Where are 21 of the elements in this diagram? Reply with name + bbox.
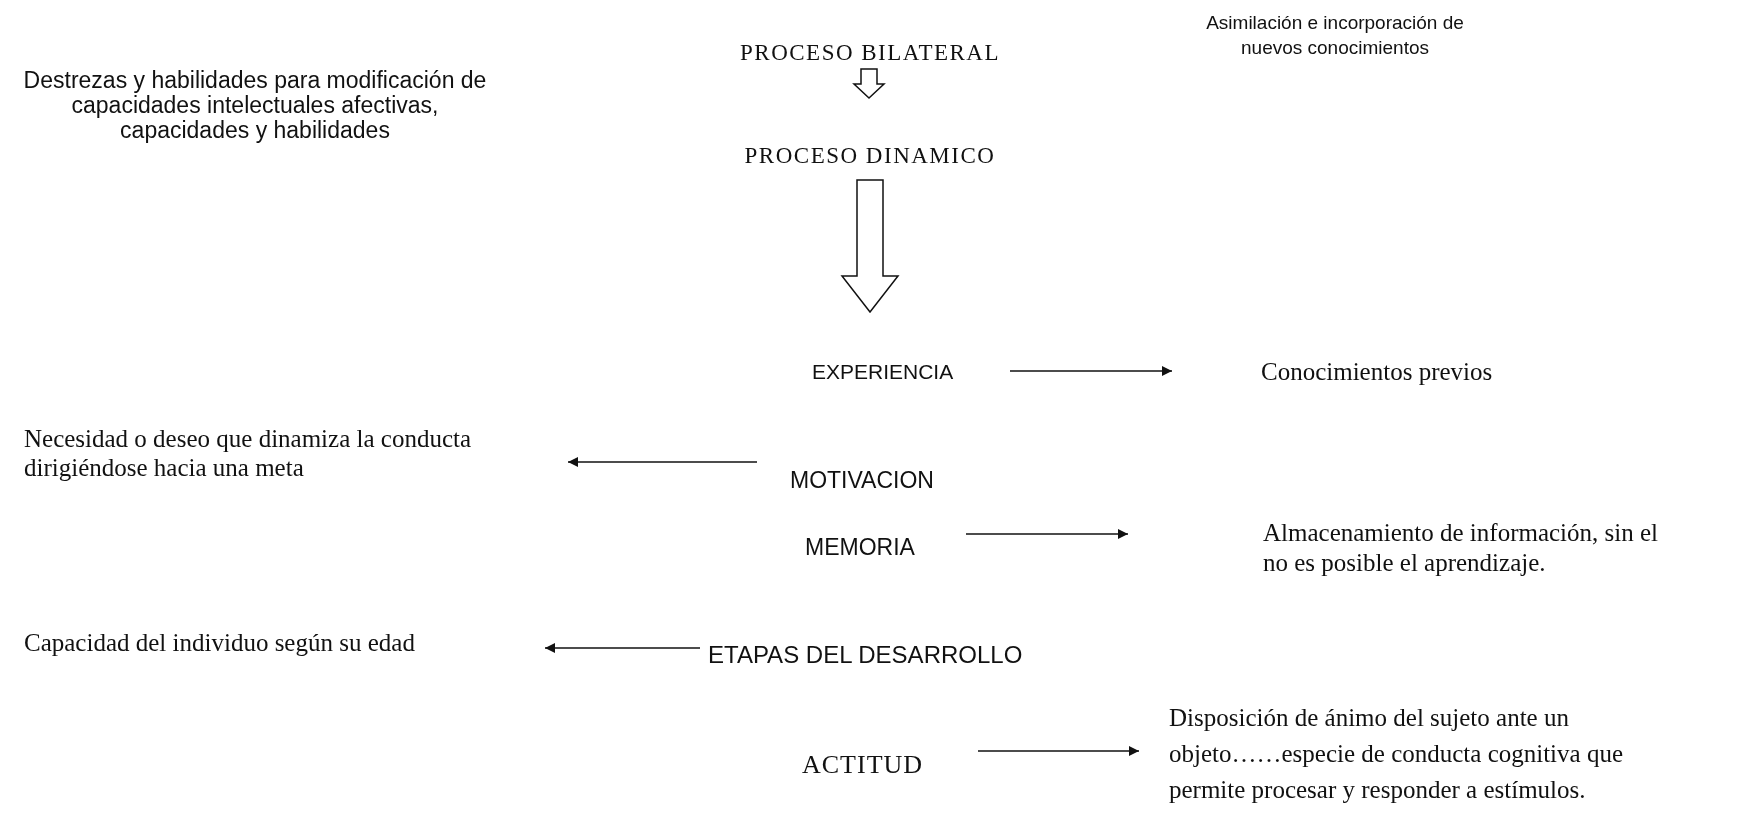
note-text: Destrezas y habilidades para modificación de capacidades intelectuales afectivas, capacidades y habilidades: [22, 68, 488, 143]
heading-text: PROCESO BILATERAL: [700, 36, 1040, 69]
arrow: [965, 529, 1129, 539]
arrow: [977, 746, 1140, 756]
arrow: [1009, 366, 1173, 376]
concept-label: ETAPAS DEL DESARROLLO: [700, 638, 1060, 670]
note-text: Asimilación e incorporación de nuevos conocimientos: [1205, 11, 1465, 60]
concept-label: MEMORIA: [805, 522, 966, 562]
arrow: [567, 457, 758, 467]
description-text: Almacenamiento de información, sin el no es posible el aprendizaje.: [1128, 518, 1688, 582]
block-arrow: [852, 68, 886, 100]
block-arrow: [840, 179, 900, 314]
concept-label: EXPERIENCIA: [812, 356, 1010, 386]
heading-text: PROCESO DINAMICO: [700, 98, 1040, 180]
arrow: [544, 643, 701, 653]
description-text: Disposición de ánimo del sujeto ante un objeto……especie de conducta cognitiva que permite procesar y responder a estímulos.: [1139, 700, 1679, 816]
concept-label: ACTITUD: [795, 746, 978, 784]
description-text: Capacidad del individuo según su edad: [24, 620, 545, 664]
concept-label: MOTIVACION: [757, 447, 962, 495]
description-text: Conocimientos previos: [1172, 354, 1532, 388]
description-text: Necesidad o deseo que dinamiza la conducta dirigiéndose hacia una meta: [24, 424, 568, 488]
